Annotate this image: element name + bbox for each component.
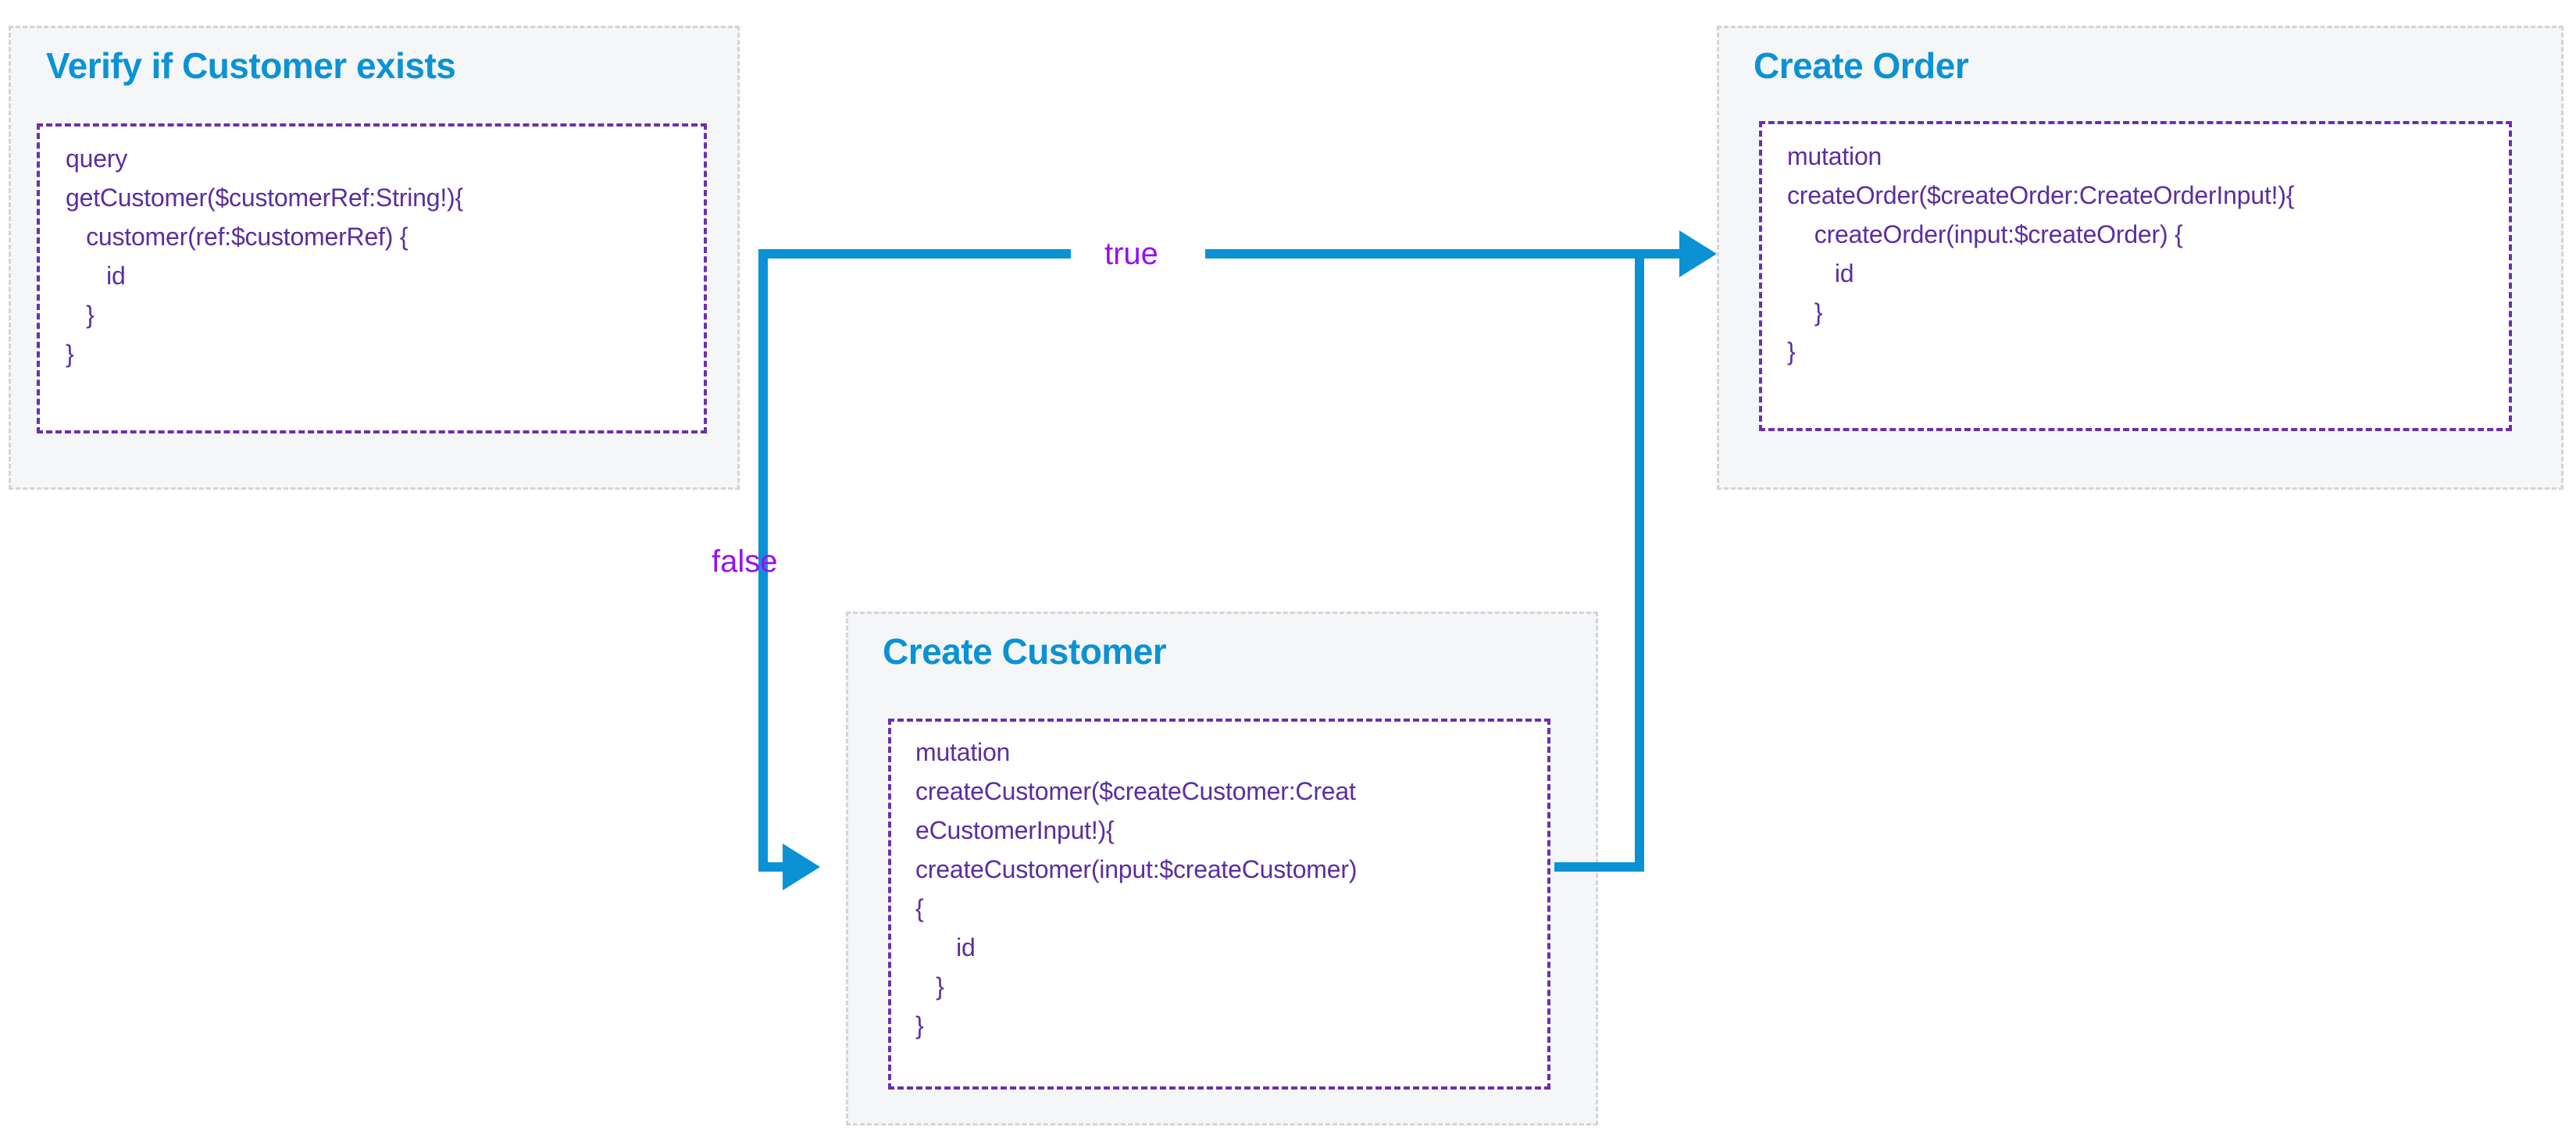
node-title-create-customer: Create Customer	[883, 631, 1167, 672]
code-panel-verify-customer[interactable]	[37, 123, 707, 433]
edge-false-vertical	[758, 249, 768, 872]
code-text-verify-customer: query getCustomer($customerRef:String!){…	[66, 144, 463, 368]
node-title-create-order: Create Order	[1754, 45, 1969, 86]
edge-true-segment-right	[1205, 249, 1682, 259]
code-text-create-customer: mutation createCustomer($createCustomer:…	[915, 738, 1358, 1040]
edge-true-segment-left	[758, 249, 1071, 259]
code-text-create-order: mutation createOrder($createOrder:Create…	[1787, 142, 2295, 366]
edge-return-vertical	[1635, 249, 1644, 872]
node-title-verify-customer: Verify if Customer exists	[46, 45, 456, 86]
edge-return-horizontal	[1554, 862, 1644, 872]
edge-label-true: true	[1104, 237, 1158, 271]
code-panel-create-order[interactable]	[1759, 121, 2512, 431]
edge-false-horizontal	[758, 862, 785, 872]
code-panel-create-customer[interactable]	[888, 719, 1550, 1090]
edge-label-false: false	[712, 544, 778, 579]
edge-false-arrowhead	[783, 844, 820, 890]
edge-true-arrowhead	[1679, 230, 1717, 277]
